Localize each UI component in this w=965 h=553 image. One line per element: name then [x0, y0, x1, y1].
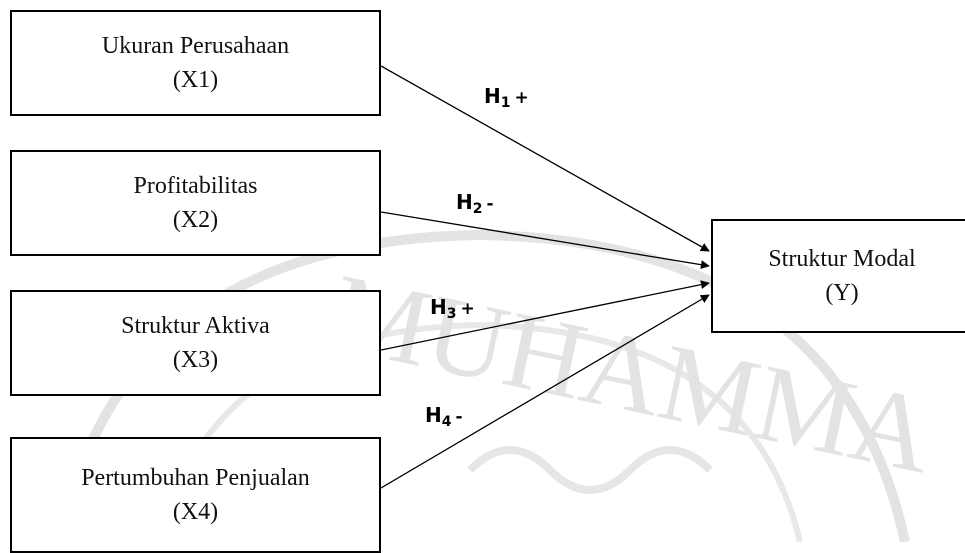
variable-box-x4: Pertumbuhan Penjualan (X4)	[10, 437, 381, 553]
arrow-x3-to-y	[380, 280, 710, 351]
hypothesis-letter: H	[484, 84, 501, 108]
hypothesis-sign: +	[460, 299, 475, 319]
arrow-x1-to-y	[380, 65, 710, 252]
variable-box-x3: Struktur Aktiva (X3)	[10, 290, 381, 396]
hypothesis-number: 1	[500, 95, 511, 111]
arrow-x2-to-y	[380, 211, 710, 270]
hypothesis-letter: H	[425, 403, 442, 427]
hypothesis-letter: H	[430, 295, 447, 319]
variable-name-x4: Pertumbuhan Penjualan	[81, 464, 310, 491]
variable-code-x2: (X2)	[172, 207, 219, 233]
hypothesis-sign: -	[455, 407, 463, 427]
variable-code-x1: (X1)	[172, 67, 219, 93]
hypothesis-sign: -	[486, 194, 494, 214]
variable-name-x3: Struktur Aktiva	[121, 312, 270, 339]
hypothesis-label-h1: H1+	[484, 84, 529, 111]
variable-name-y: Struktur Modal	[768, 245, 916, 272]
hypothesis-label-h3: H3+	[430, 295, 475, 322]
hypothesis-number: 3	[446, 306, 457, 322]
variable-box-y: Struktur Modal (Y)	[711, 219, 965, 333]
hypothesis-number: 2	[472, 201, 483, 217]
hypothesis-letter: H	[456, 190, 473, 214]
variable-box-x1: Ukuran Perusahaan (X1)	[10, 10, 381, 116]
variable-code-y: (Y)	[825, 280, 859, 306]
arrow-x4-to-y	[380, 294, 710, 489]
hypothesis-label-h4: H4-	[425, 403, 463, 430]
hypothesis-sign: +	[514, 88, 529, 108]
hypothesis-number: 4	[441, 414, 452, 430]
variable-name-x2: Profitabilitas	[133, 172, 258, 199]
variable-name-x1: Ukuran Perusahaan	[101, 32, 290, 59]
variable-code-x4: (X4)	[172, 499, 219, 525]
variable-box-x2: Profitabilitas (X2)	[10, 150, 381, 256]
variable-code-x3: (X3)	[172, 347, 219, 373]
hypothesis-label-h2: H2-	[456, 190, 494, 217]
